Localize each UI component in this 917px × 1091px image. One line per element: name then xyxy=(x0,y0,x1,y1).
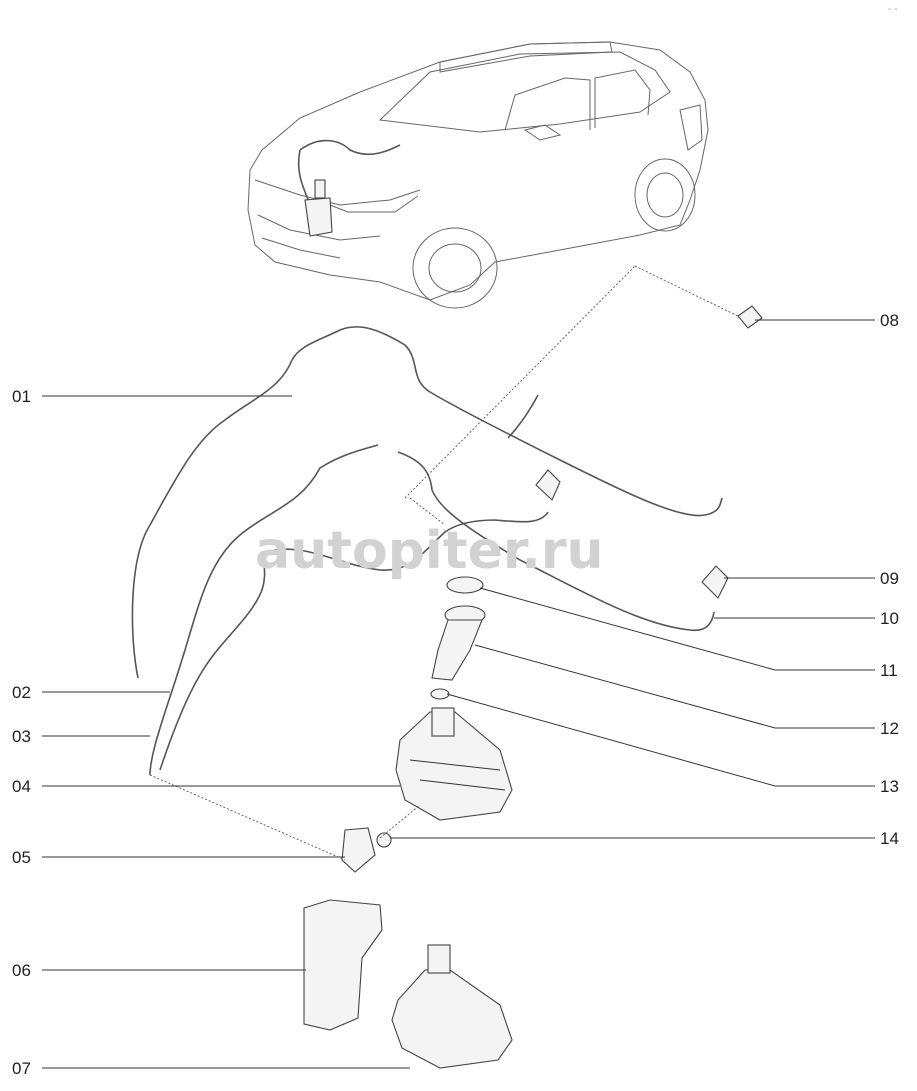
callout-03: 03 xyxy=(12,727,31,746)
callout-09: 09 xyxy=(880,569,899,588)
callout-12: 12 xyxy=(880,719,899,738)
car-illustration xyxy=(247,41,709,309)
reservoir-06 xyxy=(303,899,383,1031)
washer-reservoir xyxy=(395,707,513,821)
reservoir-07 xyxy=(391,944,513,1069)
callout-labels: 01 02 03 04 05 06 07 08 09 10 11 12 13 1… xyxy=(12,311,899,1078)
callout-06: 06 xyxy=(12,961,31,980)
washer-nozzles xyxy=(535,305,763,599)
callout-05: 05 xyxy=(12,848,31,867)
leader-lines xyxy=(42,319,875,1069)
callout-07: 07 xyxy=(12,1059,31,1078)
callout-11: 11 xyxy=(880,661,898,680)
callout-01: 01 xyxy=(12,387,31,406)
callout-10: 10 xyxy=(880,609,899,628)
filler-assembly xyxy=(430,576,486,700)
callout-08: 08 xyxy=(880,311,899,330)
callout-14: 14 xyxy=(880,829,899,848)
watermark: autopiter.ru xyxy=(255,521,604,581)
callout-02: 02 xyxy=(12,683,31,702)
callout-04: 04 xyxy=(12,777,31,796)
callout-13: 13 xyxy=(880,777,899,796)
washer-hoses xyxy=(131,265,743,776)
washer-pump xyxy=(149,774,421,873)
corner-mark: - - xyxy=(888,4,897,15)
